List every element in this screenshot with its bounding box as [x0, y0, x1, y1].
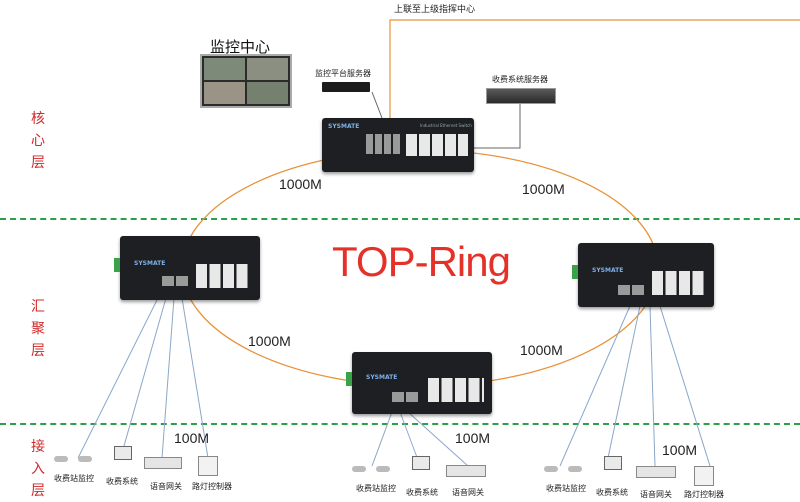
label-toll-system: 收费系统: [596, 488, 628, 497]
label-station-monitor: 收费站监控: [546, 484, 586, 493]
terminal-block: [346, 372, 352, 386]
core-switch-brand: SYSMATE: [328, 123, 360, 130]
link-speed-bottom-right: 1000M: [520, 342, 563, 358]
rj45-ports: [196, 264, 250, 288]
label-street-light-controller: 路灯控制器: [192, 482, 232, 491]
uplink-label: 上联至上级指挥中心: [394, 5, 476, 15]
layer-label-access: 接入层: [31, 439, 45, 499]
toll-server-icon: [486, 88, 556, 104]
link-speed-core-right: 1000M: [522, 181, 565, 197]
voice-gateway-icon: [144, 457, 182, 469]
camera-icon: [544, 466, 558, 472]
label-toll-system: 收费系统: [406, 488, 438, 497]
switch-brand: SYSMATE: [366, 374, 398, 381]
sfp-ports: [162, 276, 190, 286]
sfp-ports: [618, 285, 646, 295]
switch-brand: SYSMATE: [134, 260, 166, 267]
layer-label-aggregation: 汇聚层: [31, 299, 45, 359]
aggregation-switch-right: SYSMATE: [572, 243, 714, 307]
divider-core-aggregation: [0, 218, 800, 220]
core-switch-rj45-ports: [406, 134, 468, 156]
street-light-controller-icon: [198, 456, 218, 476]
terminal-block: [572, 265, 578, 279]
camera-icon: [54, 456, 68, 462]
core-switch: SYSMATE Industrial Ethernet Switch: [322, 118, 474, 172]
camera-icon: [352, 466, 366, 472]
label-voice-gateway: 语音网关: [640, 490, 672, 499]
computer-icon: [412, 456, 430, 470]
uplink-line: [389, 19, 800, 118]
camera-icon: [78, 456, 92, 462]
switch-brand: SYSMATE: [592, 267, 624, 274]
link-speed-bottom-left: 1000M: [248, 333, 291, 349]
layer-label-core: 核心层: [31, 111, 45, 171]
monitor-video-wall: [200, 54, 292, 108]
computer-icon: [604, 456, 622, 470]
toll-server-label: 收费系统服务器: [492, 75, 548, 84]
terminal-block: [114, 258, 120, 272]
toll-server-link: [470, 103, 521, 149]
divider-aggregation-access: [0, 423, 800, 425]
camera-icon: [376, 466, 390, 472]
aggregation-switch-left: SYSMATE: [114, 236, 260, 300]
voice-gateway-icon: [636, 466, 676, 478]
ring-title: TOP-Ring: [332, 238, 511, 285]
sfp-ports: [392, 392, 420, 402]
street-light-controller-icon: [694, 466, 714, 486]
monitor-center-title: 监控中心: [210, 38, 271, 56]
access-speed-mid: 100M: [455, 430, 491, 446]
label-toll-system: 收费系统: [106, 477, 138, 486]
label-street-light-controller: 路灯控制器: [684, 490, 724, 499]
monitor-server-link: [371, 91, 383, 119]
link-speed-core-left: 1000M: [279, 176, 322, 192]
access-links-right: [559, 305, 711, 467]
core-switch-sfp-ports: [366, 134, 402, 154]
computer-icon: [114, 446, 132, 460]
monitor-server-icon: [322, 82, 370, 92]
label-station-monitor: 收费站监控: [54, 474, 94, 483]
access-speed-left: 100M: [174, 430, 210, 446]
core-switch-caption: Industrial Ethernet Switch: [420, 123, 472, 128]
label-voice-gateway: 语音网关: [452, 488, 484, 497]
voice-gateway-icon: [446, 465, 486, 477]
label-voice-gateway: 语音网关: [150, 482, 182, 491]
access-speed-right: 100M: [662, 442, 698, 458]
aggregation-switch-middle: SYSMATE: [346, 352, 492, 414]
rj45-ports: [652, 271, 706, 295]
monitor-server-label: 监控平台服务器: [315, 69, 371, 78]
rj45-ports: [428, 378, 484, 402]
access-links-mid: [371, 411, 469, 467]
access-links-left: [77, 297, 209, 459]
camera-icon: [568, 466, 582, 472]
label-station-monitor: 收费站监控: [356, 484, 396, 493]
